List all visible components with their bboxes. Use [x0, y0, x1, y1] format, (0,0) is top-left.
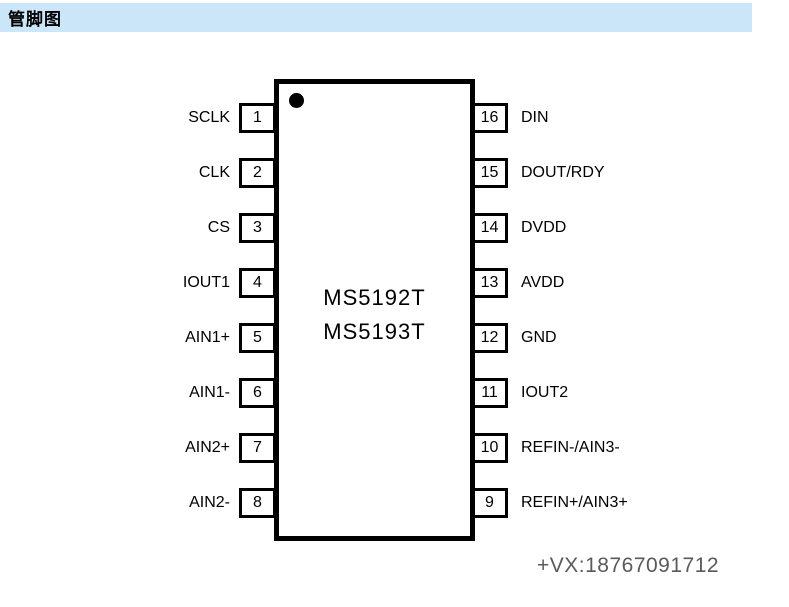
pin-box-1: 1 [239, 103, 276, 133]
watermark-text: +VX:18767091712 [537, 554, 720, 577]
pin-number: 6 [253, 384, 262, 401]
pin-box-6: 6 [239, 378, 276, 408]
pin-label-2: CLK [198, 164, 230, 181]
pin-label-6: AIN1- [189, 384, 230, 401]
pin-label-4: IOUT1 [182, 274, 230, 291]
pin-label-8: AIN2- [189, 494, 230, 511]
pin-number: 13 [480, 274, 499, 291]
pin-box-12: 12 [471, 323, 508, 353]
pin-number: 9 [485, 494, 494, 511]
pin-number: 16 [480, 109, 499, 126]
pin-number: 7 [253, 439, 262, 456]
pin-box-11: 11 [471, 378, 508, 408]
pin-box-16: 16 [471, 103, 508, 133]
chip-part-number-1: MS5192T [323, 285, 426, 310]
pin-number: 2 [253, 164, 262, 181]
pin-box-7: 7 [239, 433, 276, 463]
pin-label-11: IOUT2 [521, 384, 569, 401]
pin-box-8: 8 [239, 488, 276, 518]
pin-label-5: AIN1+ [185, 329, 230, 346]
pin-number: 8 [253, 494, 262, 511]
pin-box-14: 14 [471, 213, 508, 243]
pin-number: 4 [253, 274, 262, 291]
pin-number: 12 [480, 329, 499, 346]
pin-label-9: REFIN+/AIN3+ [521, 494, 628, 511]
pin-box-9: 9 [471, 488, 508, 518]
pin-box-3: 3 [239, 213, 276, 243]
pin-box-10: 10 [471, 433, 508, 463]
pin-number: 14 [480, 219, 499, 236]
pin-number: 15 [480, 164, 499, 181]
pin-box-5: 5 [239, 323, 276, 353]
pin-number: 5 [253, 329, 262, 346]
section-header-bar: 管脚图 [0, 3, 752, 32]
pin-box-4: 4 [239, 268, 276, 298]
pin-label-16: DIN [521, 109, 549, 126]
pin-label-13: AVDD [521, 274, 565, 291]
pin-label-3: CS [207, 219, 230, 236]
pin-box-15: 15 [471, 158, 508, 188]
pin-label-12: GND [521, 329, 557, 346]
chip-part-numbers: MS5192T MS5193T [274, 281, 475, 349]
chip-part-number-2: MS5193T [323, 319, 426, 344]
section-title: 管脚图 [8, 10, 62, 29]
pin-number: 11 [481, 384, 498, 401]
pin-label-10: REFIN-/AIN3- [521, 439, 620, 456]
pin-number: 3 [253, 219, 262, 236]
pin1-indicator-icon [289, 93, 304, 108]
pin-number: 1 [253, 109, 262, 126]
pin-number: 10 [480, 439, 499, 456]
pin-label-1: SCLK [188, 109, 230, 126]
pin-label-15: DOUT/RDY [521, 164, 605, 181]
pin-label-7: AIN2+ [185, 439, 230, 456]
pin-label-14: DVDD [521, 219, 567, 236]
pin-box-2: 2 [239, 158, 276, 188]
chip-body [274, 79, 475, 541]
pin-box-13: 13 [471, 268, 508, 298]
